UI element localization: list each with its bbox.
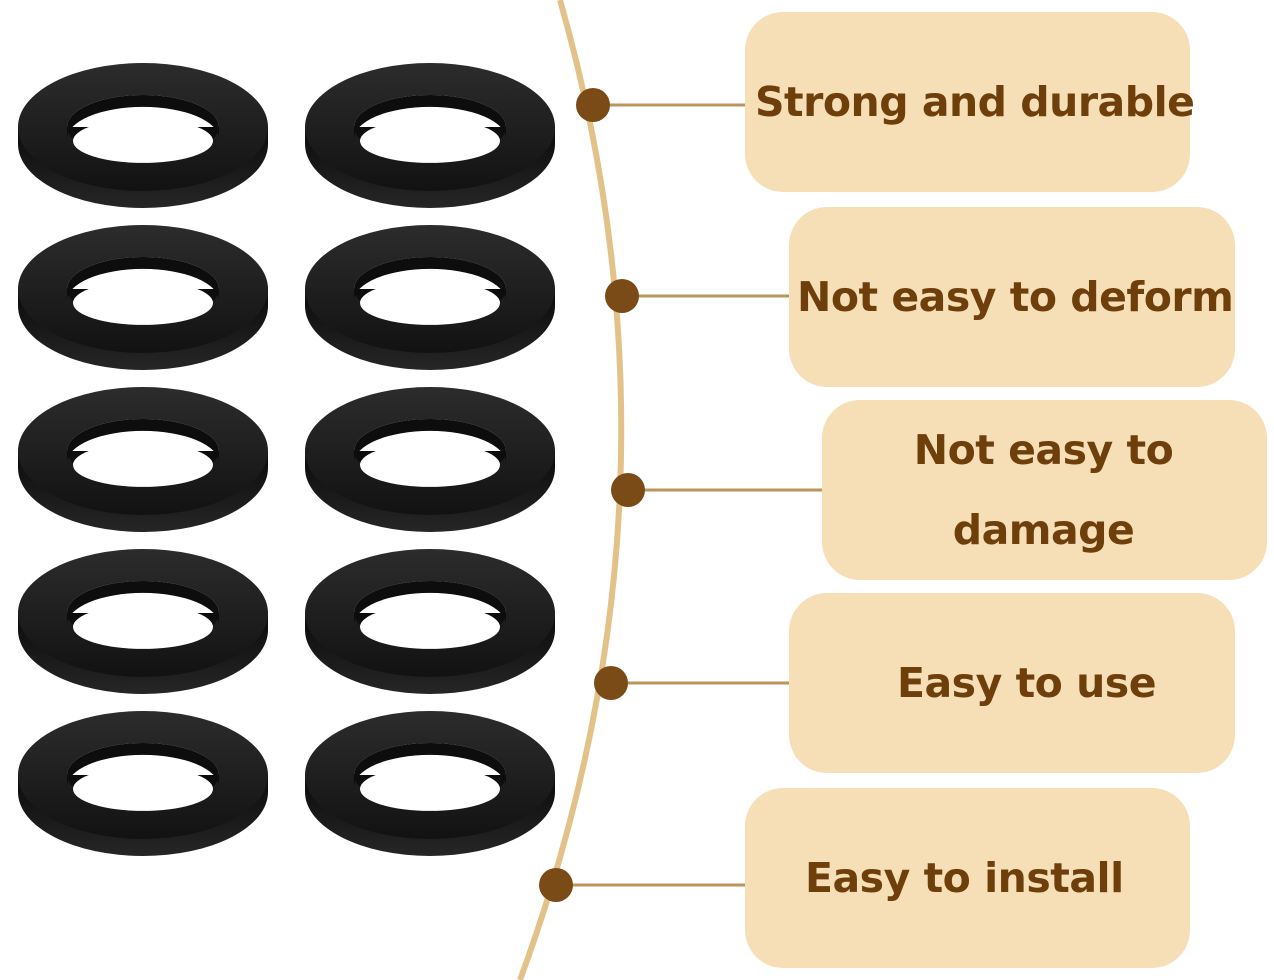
gasket-ring (18, 63, 268, 208)
timeline-dot (611, 473, 645, 507)
feature-box-not-easy-deform: Not easy to deform (789, 207, 1235, 387)
feature-label: Strong and durable (755, 78, 1195, 126)
timeline-dot (605, 279, 639, 313)
timeline-dot (539, 868, 573, 902)
gasket-ring (305, 387, 555, 532)
gasket-ring (305, 225, 555, 370)
feature-box-strong-durable: Strong and durable (745, 12, 1195, 192)
gaskets-image (18, 63, 555, 856)
gasket-ring (18, 549, 268, 694)
gasket-ring (305, 63, 555, 208)
feature-box-easy-use: Easy to use (789, 593, 1235, 773)
feature-box-not-easy-damage: Not easy to damage (822, 400, 1267, 580)
timeline-curve (517, 0, 625, 980)
feature-label: Easy to use (897, 659, 1157, 707)
gasket-ring (305, 711, 555, 856)
timeline-dot (594, 666, 628, 700)
feature-label: Not easy to deform (797, 273, 1234, 321)
feature-box-easy-install: Easy to install (745, 788, 1190, 968)
gasket-ring (18, 387, 268, 532)
feature-label: Easy to install (805, 854, 1124, 902)
gasket-ring (18, 225, 268, 370)
timeline-dot (576, 88, 610, 122)
gasket-ring (18, 711, 268, 856)
feature-label: Not easy to damage (913, 426, 1174, 554)
gasket-ring (305, 549, 555, 694)
